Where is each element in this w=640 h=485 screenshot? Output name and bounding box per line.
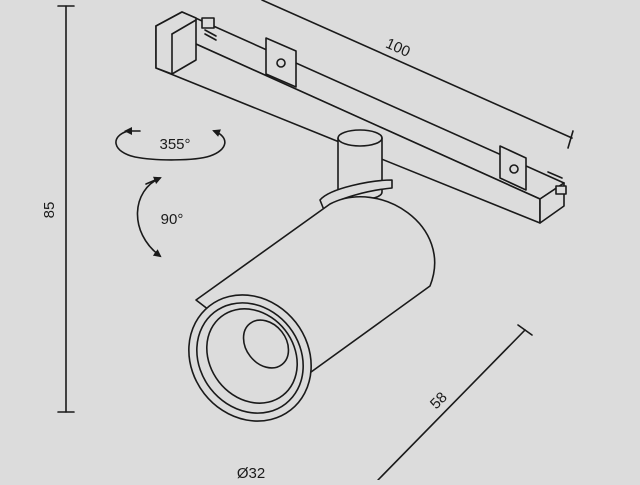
depth-dimension: 58 bbox=[377, 324, 533, 481]
track-adapter bbox=[155, 11, 567, 224]
length-dimension-line bbox=[261, 0, 573, 139]
screw-left-icon bbox=[276, 58, 286, 68]
horizontal-rotation-indicator: 355° bbox=[115, 127, 226, 161]
vertical-rotation-label: 90° bbox=[161, 211, 184, 228]
screw-right-icon bbox=[509, 164, 519, 174]
left-contact-tab bbox=[201, 17, 215, 29]
length-label: 100 bbox=[383, 35, 413, 61]
vertical-rotation-arrow bbox=[136, 177, 162, 258]
depth-tick-top bbox=[517, 324, 533, 336]
vertical-rotation-arrowhead-top bbox=[145, 176, 162, 185]
contact-line bbox=[547, 171, 563, 179]
length-tick-end bbox=[567, 130, 574, 149]
depth-dimension-line bbox=[377, 329, 526, 481]
right-contact-tab bbox=[555, 185, 567, 195]
horizontal-rotation-arrow bbox=[115, 129, 226, 161]
vertical-rotation-indicator: 90° bbox=[136, 176, 184, 258]
adapter-left-end bbox=[155, 11, 197, 75]
height-dimension: 85 bbox=[41, 5, 75, 413]
contact-line bbox=[204, 29, 217, 37]
lens-icon bbox=[242, 319, 290, 369]
contact-line bbox=[204, 33, 217, 41]
spotlight-head bbox=[188, 195, 436, 422]
adapter-edge-line bbox=[171, 19, 197, 35]
neck-top bbox=[337, 129, 383, 147]
length-dimension: 100 bbox=[261, 0, 574, 149]
horizontal-rotation-label: 355° bbox=[159, 136, 190, 153]
height-label: 85 bbox=[41, 202, 58, 219]
diameter-label: Ø32 bbox=[237, 465, 265, 480]
